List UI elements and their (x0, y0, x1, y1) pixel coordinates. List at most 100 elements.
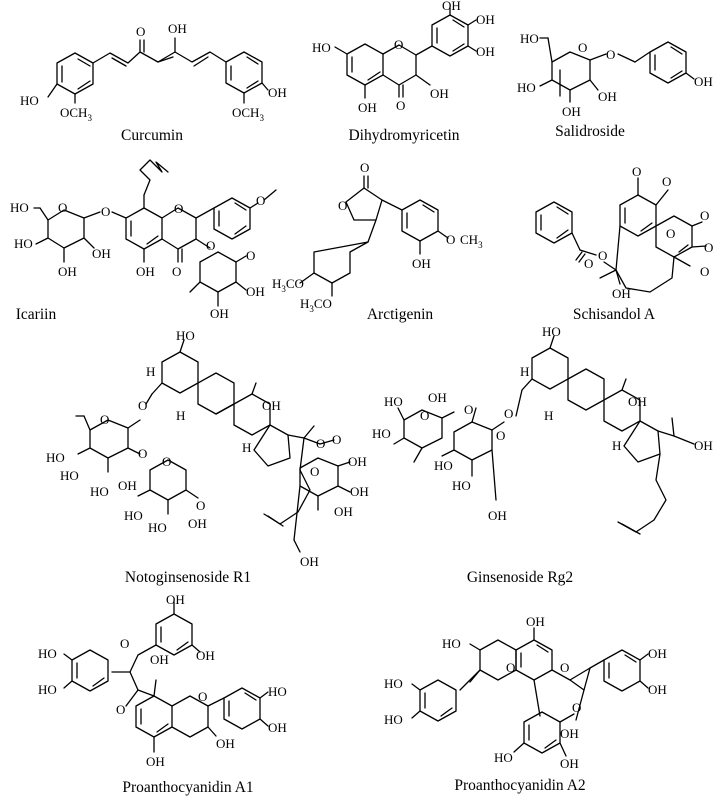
compound-ginsenoside-rg2: HO OH HO O HO O O H H OH H HO O HO OH OH… (372, 324, 713, 586)
schisandol-a-label-2: O (632, 164, 641, 179)
schisandol-a-label-6: O (700, 264, 709, 279)
compound-curcumin: O OH HO OCH3 OCH3 OH Curcumin (20, 21, 287, 144)
ginsenoside-rg2-bonds (393, 335, 695, 535)
ginsenoside-rg2-label-11: HO (434, 458, 453, 473)
ginsenoside-rg2-label-15: OH (694, 438, 713, 453)
schisandol-a-label-1: O (598, 248, 607, 263)
proanthocyanidin-a1-label-3: OH (150, 652, 169, 667)
proanthocyanidin-a2-label-3: O (560, 660, 569, 675)
proanthocyanidin-a2-label-6: OH (648, 682, 667, 697)
dihydromyricetin-label-5: OH (358, 100, 377, 115)
proanthocyanidin-a2-label-8: OH (560, 756, 579, 771)
proanthocyanidin-a2-label-5: HO (384, 676, 403, 691)
ginsenoside-rg2-label-4: HO (372, 426, 391, 441)
ginsenoside-rg2-label-3: O (420, 408, 429, 423)
arctigenin-label-7: H3CO (300, 296, 332, 314)
salidroside-label-0: HO (520, 31, 539, 46)
schisandol-a-label-7: O (666, 226, 675, 241)
notoginsenoside-r1-label-23: O (196, 498, 205, 513)
proanthocyanidin-a2-label-1: O (506, 660, 515, 675)
arctigenin-name: Arctigenin (367, 306, 434, 323)
salidroside-bonds (539, 37, 695, 103)
dihydromyricetin-label-2: OH (476, 44, 495, 59)
icariin-label-10: OH (136, 264, 155, 279)
dihydromyricetin-name: Dihydromyricetin (348, 127, 459, 144)
notoginsenoside-r1-label-21: OH (334, 504, 353, 519)
ginsenoside-rg2-label-13: HO (452, 478, 471, 493)
ginsenoside-rg2-label-14: OH (488, 508, 507, 523)
compound-dihydromyricetin: OH OH OH HO O OH OH O Dihydromyricetin (312, 0, 495, 144)
curcumin-label-2: HO (20, 93, 39, 108)
icariin-label-0: O (58, 200, 67, 215)
proanthocyanidin-a1-label-5: O (116, 702, 125, 717)
arctigenin-label-4: OH (412, 256, 431, 271)
icariin-label-2: O (174, 201, 183, 216)
arctigenin-atom-labels: O O O CH3 OH H3CO H3CO (272, 160, 483, 314)
schisandol-a-label-4: O (700, 208, 709, 223)
icariin-bonds (33, 159, 277, 307)
ginsenoside-rg2-atom-labels: HO OH HO O HO O O H H OH H HO O HO OH OH (372, 324, 713, 523)
proanthocyanidin-a2-label-2: OH (526, 614, 545, 629)
notoginsenoside-r1-bonds (75, 339, 351, 553)
proanthocyanidin-a2-label-10: OH (560, 726, 579, 741)
curcumin-label-5: OH (268, 85, 287, 100)
dihydromyricetin-bonds (334, 7, 477, 99)
icariin-label-11: O (246, 248, 255, 263)
ginsenoside-rg2-label-5: O (464, 402, 473, 417)
notoginsenoside-r1-label-14: O (310, 464, 319, 479)
arctigenin-label-2: O (446, 232, 455, 247)
icariin-label-1: O (101, 204, 110, 219)
notoginsenoside-r1-label-2: O (138, 398, 147, 413)
dihydromyricetin-label-3: HO (312, 40, 331, 55)
notoginsenoside-r1-label-1: H (146, 364, 155, 379)
salidroside-label-5: OH (598, 89, 617, 104)
proanthocyanidin-a1-label-7: HO (268, 684, 287, 699)
curcumin-label-3: OCH3 (60, 105, 92, 123)
compound-icariin: O O O HO O HO OH OH O O OH O OH OH Icari… (10, 159, 277, 323)
ginsenoside-rg2-label-8: H (544, 408, 553, 423)
schisandol-a-label-0: O (584, 256, 593, 271)
notoginsenoside-r1-label-15: HO (124, 508, 143, 523)
icariin-label-7: OH (92, 246, 111, 261)
curcumin-label-1: OH (168, 21, 187, 36)
icariin-label-6: OH (58, 264, 77, 279)
icariin-label-13: OH (210, 306, 229, 321)
salidroside-label-4: OH (562, 104, 581, 119)
proanthocyanidin-a1-atom-labels: OH O HO OH HO O OH HO OH O OH OH (38, 592, 287, 769)
dihydromyricetin-label-6: OH (430, 86, 449, 101)
proanthocyanidin-a2-label-9: O (572, 700, 581, 715)
proanthocyanidin-a1-label-2: HO (38, 646, 57, 661)
compound-notoginsenoside-r1: HO H O H OH HO O H O O HO HO OH O O HO H… (46, 328, 369, 586)
schisandol-a-label-5: O (704, 240, 713, 255)
dihydromyricetin-label-4: O (394, 37, 403, 52)
salidroside-label-2: O (606, 47, 615, 62)
ginsenoside-rg2-label-9: OH (628, 394, 647, 409)
notoginsenoside-r1-label-3: H (176, 408, 185, 423)
icariin-label-12: OH (246, 284, 265, 299)
notoginsenoside-r1-label-10: HO (60, 468, 79, 483)
proanthocyanidin-a2-label-4: OH (648, 646, 667, 661)
notoginsenoside-r1-label-16: HO (148, 520, 167, 535)
proanthocyanidin-a1-label-11: OH (146, 754, 165, 769)
dihydromyricetin-label-1: OH (476, 12, 495, 27)
notoginsenoside-r1-label-20: OH (350, 484, 369, 499)
notoginsenoside-r1-label-4: OH (262, 398, 281, 413)
notoginsenoside-r1-label-19: OH (348, 454, 367, 469)
salidroside-label-3: HO (517, 80, 536, 95)
notoginsenoside-r1-atom-labels: HO H O H OH HO O H O O HO HO OH O O HO H… (46, 328, 369, 569)
arctigenin-label-3: CH3 (460, 232, 483, 250)
arctigenin-label-5: H3CO (272, 276, 304, 294)
proanthocyanidin-a1-name: Proanthocyanidin A1 (122, 779, 253, 796)
ginsenoside-rg2-name: Ginsenoside Rg2 (467, 569, 573, 586)
proanthocyanidin-a2-label-7: HO (384, 712, 403, 727)
dihydromyricetin-label-7: O (396, 98, 405, 113)
ginsenoside-rg2-label-7: H (520, 364, 529, 379)
proanthocyanidin-a2-atom-labels: HO O OH O OH HO OH HO OH O OH HO (384, 614, 667, 771)
notoginsenoside-r1-label-8: O (138, 446, 147, 461)
notoginsenoside-r1-name: Notoginsenoside R1 (125, 569, 251, 586)
compound-proanthocyanidin-a2: HO O OH O OH HO OH HO OH O OH HO Proanth… (384, 614, 667, 794)
notoginsenoside-r1-label-5: HO (46, 450, 65, 465)
compound-salidroside: HO O O HO OH OH OH Salidroside (517, 31, 713, 140)
dihydromyricetin-label-0: OH (442, 0, 461, 13)
